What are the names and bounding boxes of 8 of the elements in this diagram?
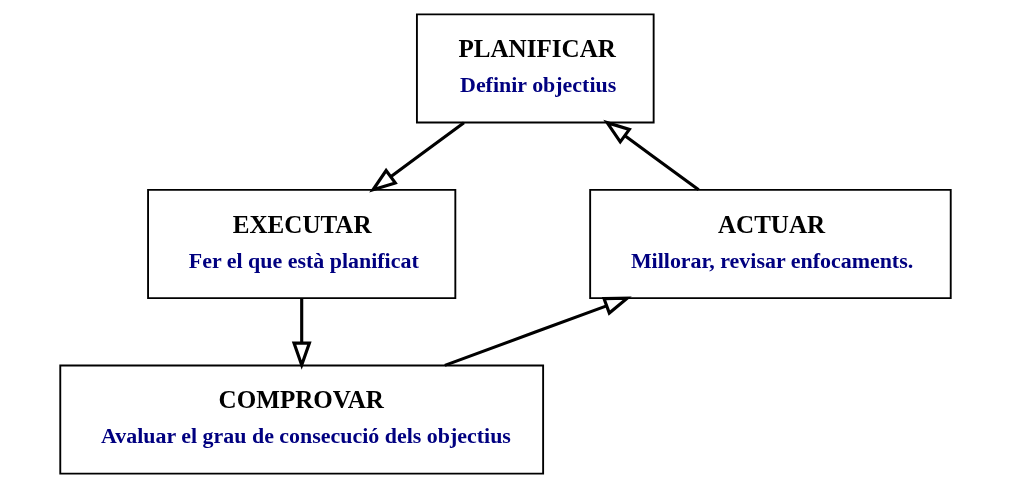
arrow xyxy=(291,298,312,370)
node-box: EXECUTAR Fer el que està planificat xyxy=(147,188,457,300)
node-box: ACTUAR Millorar, revisar enfocaments. xyxy=(589,188,952,300)
node-box: PLANIFICAR Definir objectius xyxy=(416,13,655,124)
arrow xyxy=(444,296,632,367)
arrow xyxy=(369,121,465,193)
node-box: COMPROVAR Avaluar el grau de consecució dels objectius xyxy=(59,364,545,475)
arrow xyxy=(603,119,700,192)
